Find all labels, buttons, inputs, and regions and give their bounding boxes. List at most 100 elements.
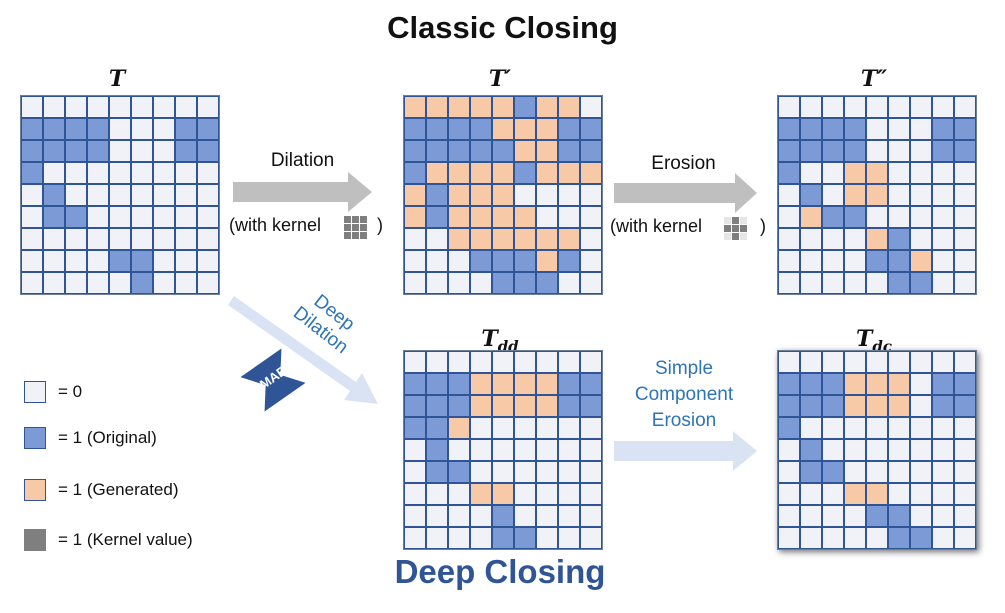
grid-cell [800, 439, 822, 461]
kernel-cell [732, 233, 739, 240]
grid-cell [888, 505, 910, 527]
grid-cell [910, 439, 932, 461]
mae-badge-icon [240, 348, 306, 412]
grid-cell [197, 250, 219, 272]
dilation-kernel-text-a: (with kernel [229, 215, 322, 235]
grid-cell [404, 527, 426, 549]
grid-cell [492, 527, 514, 549]
grid-cell [21, 250, 43, 272]
grid-cell [558, 417, 580, 439]
grid-cell [888, 395, 910, 417]
grid-cell [426, 351, 448, 373]
grid-cell [514, 118, 536, 140]
grid-cell [932, 395, 954, 417]
erosion-kernel-text-a: (with kernel [610, 216, 703, 236]
grid-cell [932, 417, 954, 439]
grid-cell [954, 483, 976, 505]
grid-cell [580, 439, 602, 461]
grid-cell [866, 417, 888, 439]
grid-cell [910, 184, 932, 206]
grid-cell [470, 96, 492, 118]
grid-cell [514, 96, 536, 118]
grid-cell [175, 184, 197, 206]
grid-cell [580, 96, 602, 118]
grid-cell [778, 461, 800, 483]
grid-cell [580, 118, 602, 140]
simple-erosion-line3: Erosion [651, 410, 717, 431]
grid-cell [954, 527, 976, 549]
grid-cell [43, 206, 65, 228]
legend-text-kernel: = 1 (Kernel value) [58, 530, 193, 549]
grid-cell [888, 228, 910, 250]
kernel-cell [352, 232, 359, 239]
grid-cell [910, 272, 932, 294]
grid-cell [131, 228, 153, 250]
kernel-cell [360, 232, 367, 239]
grid-T [20, 95, 220, 295]
grid-cell [109, 118, 131, 140]
grid-cell [954, 439, 976, 461]
grid-cell [536, 461, 558, 483]
grid-cell [778, 505, 800, 527]
grid-cell [65, 118, 87, 140]
grid-cell [404, 250, 426, 272]
kernel-cell [724, 233, 731, 240]
grid-cell [492, 483, 514, 505]
grid-T2-label: T″ [860, 66, 888, 92]
grid-cell [404, 351, 426, 373]
grid-cell [558, 140, 580, 162]
grid-cell [514, 505, 536, 527]
grid-cell [470, 118, 492, 140]
grid-cell [492, 140, 514, 162]
grid-cell [888, 250, 910, 272]
grid-cell [932, 96, 954, 118]
grid-cell [536, 272, 558, 294]
grid-cell [514, 395, 536, 417]
grid-cell [844, 351, 866, 373]
grid-cell [536, 395, 558, 417]
grid-cell [888, 527, 910, 549]
grid-cell [404, 228, 426, 250]
grid-cell [426, 395, 448, 417]
deep-closing-title: Deep Closing [394, 553, 606, 590]
grid-cell [448, 140, 470, 162]
dilation-label: Dilation [270, 150, 335, 171]
grid-cell [580, 228, 602, 250]
grid-cell [932, 140, 954, 162]
grid-cell [514, 483, 536, 505]
grid-cell [866, 228, 888, 250]
grid-cell [448, 206, 470, 228]
legend-swatch-zero [24, 381, 46, 403]
grid-cell [866, 206, 888, 228]
grid-cell [175, 162, 197, 184]
grid-cell [844, 184, 866, 206]
simple-component-erosion-label: Simple Component Erosion [614, 356, 754, 434]
grid-cell [426, 96, 448, 118]
grid-cell [43, 140, 65, 162]
grid-cell [87, 272, 109, 294]
grid-cell [932, 461, 954, 483]
grid-cell [558, 162, 580, 184]
grid-cell [65, 140, 87, 162]
grid-cell [21, 184, 43, 206]
grid-cell [514, 461, 536, 483]
grid-cell [844, 439, 866, 461]
grid-cell [888, 351, 910, 373]
grid-cell [175, 206, 197, 228]
grid-cell [448, 417, 470, 439]
grid-cell [866, 96, 888, 118]
grid-T1-label: T′ [488, 66, 512, 92]
grid-cell [492, 461, 514, 483]
grid-cell [448, 272, 470, 294]
grid-cell [109, 184, 131, 206]
grid-cell [448, 162, 470, 184]
grid-cell [153, 228, 175, 250]
grid-cell [558, 461, 580, 483]
legend-item-generated: = 1 (Generated) [24, 478, 179, 502]
grid-cell [492, 373, 514, 395]
grid-T-prime [403, 95, 603, 295]
grid-cell [558, 206, 580, 228]
kernel-cell [344, 232, 351, 239]
grid-cell [514, 417, 536, 439]
